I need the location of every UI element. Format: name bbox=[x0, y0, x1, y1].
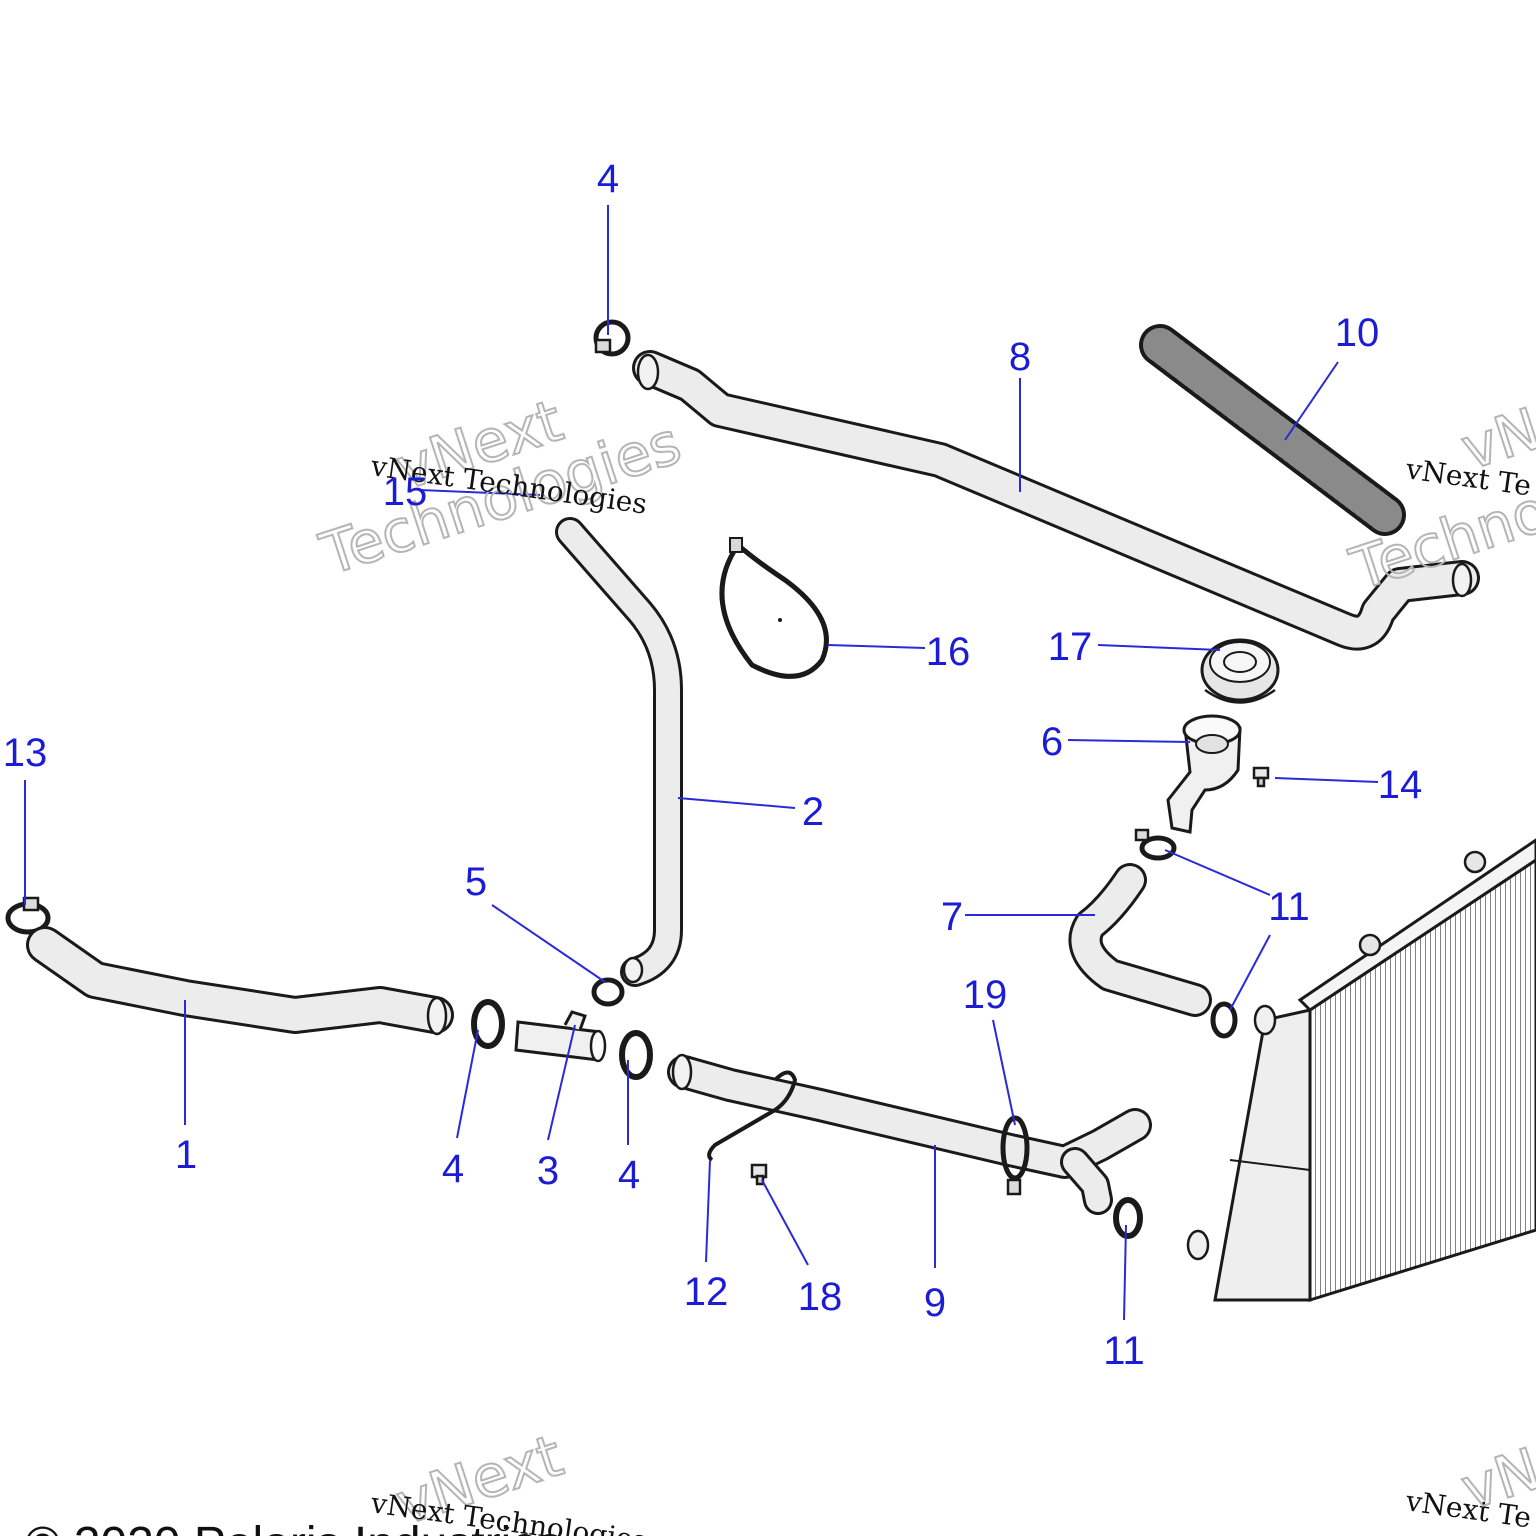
part-10-corrugated-sleeve bbox=[1139, 324, 1406, 536]
callout-5: 5 bbox=[465, 860, 487, 904]
part-3-tee-fitting bbox=[514, 1010, 607, 1063]
callouts: 4 10 8 15 16 17 6 14 13 2 5 11 7 19 1 4 … bbox=[3, 157, 1423, 1373]
callout-18: 18 bbox=[798, 1275, 843, 1319]
callout-7: 7 bbox=[941, 895, 963, 939]
callout-2: 2 bbox=[802, 790, 824, 834]
callout-12: 12 bbox=[684, 1270, 729, 1314]
part-17-radiator-cap bbox=[1200, 638, 1280, 704]
leader-lines bbox=[24, 205, 1379, 1321]
callout-9: 9 bbox=[924, 1281, 946, 1325]
part-9-branched-hose bbox=[667, 1053, 1152, 1215]
callout-1: 1 bbox=[175, 1133, 197, 1177]
part-4-clamp-right bbox=[619, 1030, 653, 1080]
callout-13: 13 bbox=[3, 731, 48, 775]
part-2-bypass-hose bbox=[555, 517, 683, 987]
callout-15: 15 bbox=[383, 470, 428, 514]
callout-11-lower: 11 bbox=[1103, 1329, 1145, 1373]
part-11-clamp-lower bbox=[1113, 1197, 1143, 1239]
callout-11-upper: 11 bbox=[1268, 885, 1310, 929]
callout-4: 4 bbox=[597, 157, 619, 201]
callout-16: 16 bbox=[926, 630, 971, 674]
part-11-clamp-middle bbox=[1210, 1001, 1238, 1039]
callout-8: 8 bbox=[1009, 335, 1031, 379]
callout-19: 19 bbox=[963, 973, 1008, 1017]
part-14-screw bbox=[1252, 766, 1270, 788]
part-5-clamp bbox=[591, 977, 625, 1007]
watermark: vNext Technologies vNext Technologies vN… bbox=[311, 383, 1536, 1536]
part-11-clamp-upper bbox=[1134, 828, 1177, 861]
part-1-hose bbox=[26, 926, 454, 1036]
callout-14: 14 bbox=[1378, 763, 1423, 807]
part-18-bolt bbox=[750, 1163, 768, 1186]
callout-4-left: 4 bbox=[442, 1147, 464, 1191]
part-7-lower-hose bbox=[1068, 863, 1212, 1017]
callout-17: 17 bbox=[1048, 625, 1093, 669]
part-6-filler-neck bbox=[1166, 714, 1242, 834]
callout-3: 3 bbox=[537, 1149, 559, 1193]
part-4-clamp-top bbox=[593, 319, 631, 357]
part-13-clamp bbox=[5, 896, 51, 935]
radiator bbox=[1186, 838, 1536, 1303]
callout-10: 10 bbox=[1335, 311, 1380, 355]
callout-6: 6 bbox=[1041, 720, 1063, 764]
copyright-text: © 2020 Polaris Industries bbox=[25, 1518, 562, 1536]
part-16-strap bbox=[719, 537, 829, 679]
part-4-clamp-left bbox=[471, 999, 505, 1049]
part-8-upper-hose bbox=[632, 350, 1480, 651]
callout-4-right: 4 bbox=[618, 1153, 640, 1197]
